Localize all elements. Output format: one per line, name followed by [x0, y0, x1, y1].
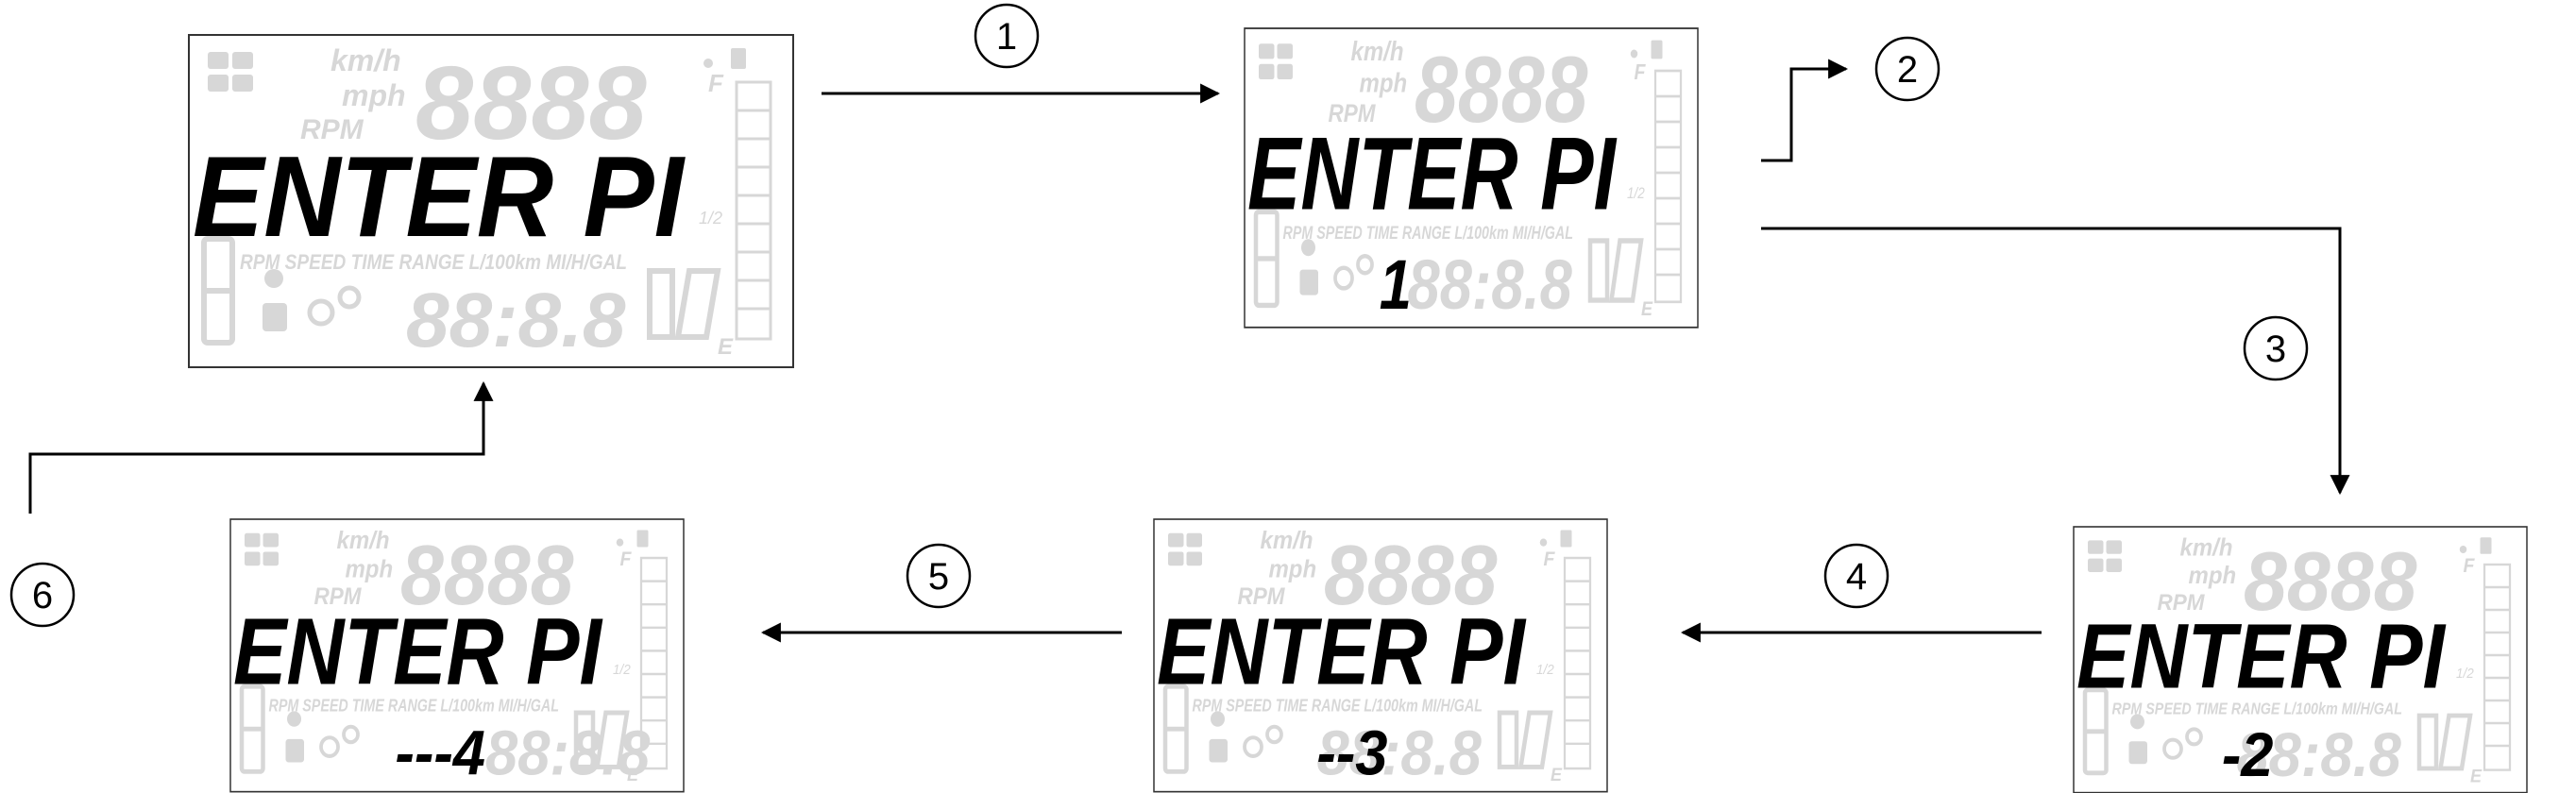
fuel-half-label: 1/2 — [699, 209, 722, 228]
arrow-step-3 — [1761, 227, 2350, 496]
speed-unit-mph: mph — [1360, 67, 1408, 98]
ghost-digits-top: 8888 — [1324, 529, 1498, 623]
fuel-empty-label: E — [718, 334, 734, 360]
fuel-full-label: F — [1635, 59, 1647, 84]
rpm-label: RPM — [2158, 589, 2206, 615]
speed-unit-kmh: km/h — [337, 527, 390, 554]
lcd-panel-digit-3: km/h mph RPM 8888 F 1/2 E RPM SPEED TIME… — [1154, 519, 1607, 792]
callout-4: 4 — [1823, 543, 1890, 609]
lcd-panel-digit-1: km/h mph RPM 8888 F 1/2 E RPM SPEED TIME… — [1245, 28, 1698, 328]
ghost-digits-bottom: 88:8.8 — [485, 717, 651, 788]
pin-entry-text: ---4 — [395, 717, 485, 788]
callout-4-label: 4 — [1846, 556, 1867, 598]
callout-5: 5 — [906, 543, 972, 609]
fuel-empty-label: E — [1551, 764, 1563, 785]
ghost-digits-top: 8888 — [400, 529, 574, 623]
status-labels: RPM SPEED TIME RANGE L/100km MI/H/GAL — [2112, 700, 2403, 718]
lcd-panel-digit-4: km/h mph RPM 8888 F 1/2 E RPM SPEED TIME… — [230, 519, 684, 792]
callout-3: 3 — [2243, 315, 2309, 381]
rpm-label: RPM — [314, 583, 363, 609]
callout-6-label: 6 — [32, 575, 53, 616]
speed-unit-kmh: km/h — [1261, 527, 1313, 554]
status-labels: RPM SPEED TIME RANGE L/100km MI/H/GAL — [1193, 696, 1483, 716]
callout-2: 2 — [1874, 36, 1940, 102]
fuel-empty-label: E — [1641, 298, 1653, 321]
rpm-label: RPM — [1238, 583, 1286, 609]
callout-1-label: 1 — [996, 16, 1017, 58]
speed-unit-mph: mph — [1269, 556, 1317, 583]
callout-5-label: 5 — [928, 556, 949, 598]
callout-6: 6 — [9, 562, 76, 628]
fuel-half-label: 1/2 — [1627, 186, 1645, 202]
fuel-full-label: F — [620, 548, 632, 570]
callout-3-label: 3 — [2265, 329, 2286, 370]
fuel-half-label: 1/2 — [1536, 661, 1554, 677]
lcd-panel-initial: km/h mph RPM 8888 F 1/2 E RPM SPEED TIME… — [189, 35, 793, 367]
ghost-digits-bottom: 88:8.8 — [1408, 247, 1573, 324]
speed-unit-kmh: km/h — [2180, 535, 2233, 562]
status-labels: RPM SPEED TIME RANGE L/100km MI/H/GAL — [1283, 223, 1574, 244]
speed-unit-kmh: km/h — [330, 43, 401, 77]
ghost-digits-top: 8888 — [1415, 39, 1588, 143]
callout-2-label: 2 — [1897, 49, 1918, 91]
pin-entry-text: 1 — [1380, 247, 1412, 324]
ghost-digits-bottom: 88:8.8 — [1317, 717, 1483, 788]
pin-entry-text: -2 — [2222, 720, 2274, 789]
fuel-full-label: F — [2464, 555, 2476, 577]
rpm-label: RPM — [1329, 100, 1377, 127]
ghost-digits-top: 8888 — [415, 45, 648, 161]
fuel-half-label: 1/2 — [613, 661, 631, 677]
rpm-label: RPM — [300, 114, 364, 145]
ghost-digits-bottom: 88:8.8 — [2237, 720, 2402, 789]
speed-unit-mph: mph — [342, 78, 406, 112]
ghost-digits-top: 8888 — [2244, 536, 2417, 629]
fuel-half-label: 1/2 — [2456, 666, 2474, 682]
ghost-digits-bottom: 88:8.8 — [406, 278, 626, 363]
speed-unit-mph: mph — [2189, 563, 2237, 589]
prompt-text: ENTER PI — [1157, 599, 1527, 705]
arrow-step-2 — [1761, 59, 1849, 162]
fuel-empty-label: E — [627, 764, 639, 785]
pin-entry-text: --3 — [1316, 717, 1387, 788]
speed-unit-kmh: km/h — [1351, 36, 1404, 67]
fuel-empty-label: E — [2470, 766, 2483, 786]
arrow-step-6 — [28, 380, 494, 514]
prompt-text: ENTER PI — [2076, 605, 2447, 708]
callout-1: 1 — [974, 3, 1040, 69]
prompt-text: ENTER PI — [233, 599, 603, 705]
prompt-text: ENTER PI — [1247, 117, 1618, 232]
lcd-panel-digit-2: km/h mph RPM 8888 F 1/2 E RPM SPEED TIME… — [2074, 527, 2527, 793]
speed-unit-mph: mph — [346, 556, 394, 583]
status-labels: RPM SPEED TIME RANGE L/100km MI/H/GAL — [269, 696, 560, 716]
status-labels: RPM SPEED TIME RANGE L/100km MI/H/GAL — [240, 250, 627, 274]
fuel-full-label: F — [1544, 548, 1555, 570]
fuel-full-label: F — [708, 69, 724, 97]
prompt-text: ENTER PI — [193, 132, 686, 261]
